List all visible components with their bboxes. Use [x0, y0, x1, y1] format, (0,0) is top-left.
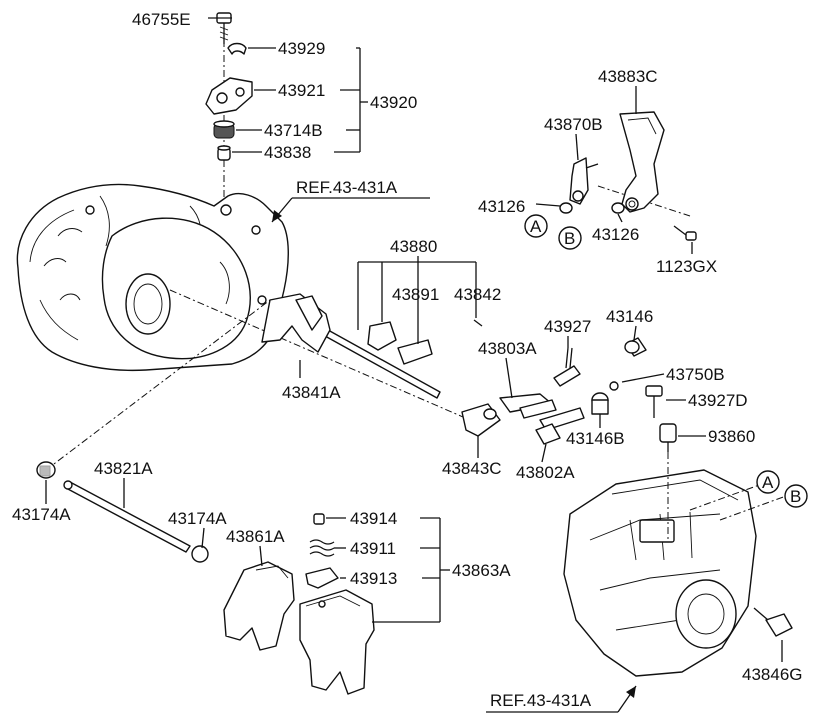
shift-shaft-43841A	[261, 293, 441, 399]
bushing-43146	[624, 337, 647, 357]
label-43861A: 43861A	[226, 527, 285, 546]
label-43929: 43929	[278, 39, 325, 58]
label-1123GX: 1123GX	[656, 257, 717, 276]
spring-43911	[309, 539, 335, 557]
circle-a-bottom-text: A	[762, 473, 774, 492]
label-43914: 43914	[350, 509, 397, 528]
label-43843C: 43843C	[442, 459, 502, 478]
clip-43929	[227, 42, 247, 55]
circle-b-bottom-text: B	[790, 487, 801, 506]
leaders-top-right	[535, 86, 693, 254]
fork-43843C	[461, 403, 501, 437]
transmission-case-housing	[16, 183, 289, 372]
lever-43870B	[569, 157, 599, 205]
lever-43803A	[499, 393, 557, 419]
label-43846G: 43846G	[742, 665, 803, 684]
label-43870B: 43870B	[544, 115, 603, 134]
axis-line-a-bottom	[689, 483, 763, 511]
circle-b-bottom	[784, 484, 808, 508]
leaders-top-group	[208, 17, 368, 153]
label-43883C: 43883C	[598, 67, 658, 86]
bolt-43927D	[645, 385, 663, 418]
label-43802A: 43802A	[516, 463, 575, 482]
label-43146: 43146	[606, 307, 653, 326]
fork-43861A	[223, 561, 295, 651]
fork-43863A	[299, 589, 375, 695]
label-43126-left: 43126	[478, 197, 525, 216]
label-43880: 43880	[390, 237, 437, 256]
oring-43126-left	[559, 202, 573, 214]
label-43841A: 43841A	[282, 383, 341, 402]
label-ref-bottom: REF.43-431A	[490, 691, 592, 710]
plate-43913	[305, 567, 339, 589]
leaders-43880	[299, 256, 477, 378]
bracket-43883C	[619, 111, 665, 213]
labels: 46755E 43929 43921 43920 43714B 43838 RE…	[12, 10, 803, 710]
label-46755E: 46755E	[132, 10, 191, 29]
label-43891: 43891	[392, 285, 439, 304]
transmission-housing-lower	[563, 469, 757, 677]
leaders-middle	[477, 325, 706, 463]
bushing-43146B	[591, 392, 609, 415]
label-43927D: 43927D	[688, 391, 748, 410]
label-43920: 43920	[370, 93, 417, 112]
ref-arrow-bottom	[486, 685, 637, 713]
label-43821A: 43821A	[94, 459, 153, 478]
switch-93860	[659, 423, 677, 452]
label-43174A-left: 43174A	[12, 505, 71, 524]
bushing-43714B	[213, 120, 235, 139]
axis-line-rail	[45, 299, 271, 471]
label-43911: 43911	[350, 539, 396, 558]
label-93860: 93860	[708, 427, 755, 446]
label-43126-right: 43126	[592, 225, 639, 244]
switch-43846G	[753, 607, 793, 637]
pin-43838	[217, 145, 231, 161]
rail-43821A	[63, 480, 191, 553]
pin-43842	[473, 319, 483, 327]
axis-line-b-bottom	[719, 495, 787, 521]
bushing-43174A-right	[191, 545, 209, 563]
washer-43750B	[609, 381, 619, 391]
label-ref-top: REF.43-431A	[296, 178, 398, 197]
oring-43126-right	[611, 202, 625, 214]
pin-43914	[313, 513, 325, 525]
circle-b-top	[558, 226, 582, 250]
label-43146B: 43146B	[566, 429, 625, 448]
lever-43921	[205, 77, 253, 115]
circle-a-top	[524, 214, 548, 238]
label-43803A: 43803A	[478, 339, 537, 358]
circle-a-bottom	[756, 470, 780, 494]
label-43174A-right: 43174A	[168, 509, 227, 528]
axis-line-fork	[169, 289, 471, 421]
ref-arrow-top	[271, 197, 430, 223]
label-43863A: 43863A	[452, 561, 511, 580]
circle-b-top-text: B	[564, 229, 575, 248]
label-43714B: 43714B	[264, 121, 323, 140]
bolt-1123GX	[673, 225, 697, 241]
lever-43802A	[535, 407, 585, 445]
label-43921: 43921	[278, 81, 325, 100]
label-43838: 43838	[264, 143, 311, 162]
label-43913: 43913	[350, 569, 397, 588]
label-43927: 43927	[544, 317, 591, 336]
bushing-43174A-left	[36, 461, 56, 479]
leaders-bottom-left	[45, 478, 450, 623]
label-43842: 43842	[454, 285, 501, 304]
circle-a-top-text: A	[530, 217, 542, 236]
bolt-43927	[553, 347, 581, 387]
label-43750B: 43750B	[666, 365, 725, 384]
